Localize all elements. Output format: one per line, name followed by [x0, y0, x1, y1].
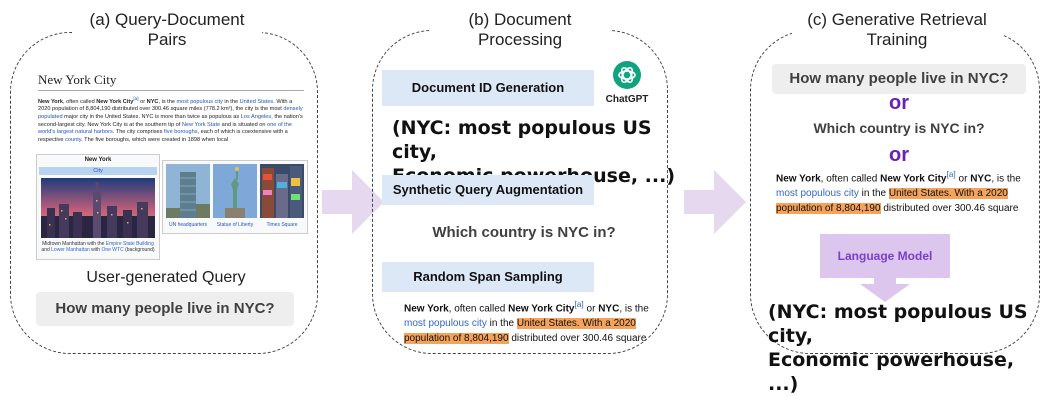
- or-2: or: [889, 144, 909, 166]
- skyline-photo: [41, 178, 155, 238]
- query-2-text: Which country is NYC in?: [813, 120, 985, 136]
- user-query-label: User-generated Query: [86, 269, 246, 286]
- wiki-title: New York City: [38, 72, 117, 87]
- arrow-b-to-c: [684, 170, 746, 234]
- times-square-photo: [260, 164, 304, 218]
- un-headquarters-photo: [166, 164, 210, 218]
- photo-gallery: UN headquarters Statue of Liberty Times …: [162, 160, 308, 234]
- query-1-box: How many people live in NYC?: [772, 64, 1026, 94]
- or-1: or: [889, 92, 909, 114]
- panel-c-title: (c) Generative Retrieval Training: [792, 10, 1002, 50]
- wiki-paragraph: New York, often called New York City[a] …: [38, 96, 303, 143]
- generated-docid-output: (NYC: most populous US city, Economic po…: [768, 301, 1028, 395]
- arrow-a-to-b: [322, 170, 384, 234]
- statue-of-liberty-photo: [213, 164, 257, 218]
- wiki-title-rule: [38, 90, 304, 91]
- docid-generation-label: Document ID Generation: [382, 70, 594, 106]
- language-model-box: Language Model: [820, 234, 950, 278]
- synthetic-query-label: Synthetic Query Augmentation: [382, 175, 594, 205]
- wiki-infobox: New York City: [36, 154, 160, 260]
- chatgpt-icon: [612, 60, 642, 90]
- infobox-caption: Midtown Manhattan with the Empire State …: [41, 241, 155, 253]
- panel-b-title: (b) Document Processing: [430, 10, 610, 50]
- span-sampling-label: Random Span Sampling: [382, 262, 594, 292]
- photo-caption-3: Times Square: [266, 222, 298, 228]
- wikipedia-article: New York City New York, often called New…: [32, 70, 308, 260]
- photo-caption-2: Statue of Liberty: [216, 222, 254, 228]
- span-snippet-c: New York, often called New York City[a] …: [776, 169, 1021, 215]
- photo-caption-1: UN headquarters: [168, 222, 208, 228]
- span-snippet-b: New York, often called New York City[a] …: [404, 299, 649, 345]
- synthetic-query-text: Which country is NYC in?: [432, 224, 616, 241]
- chatgpt-label: ChatGPT: [605, 94, 649, 105]
- user-query-box: How many people live in NYC?: [36, 292, 294, 326]
- infobox-title: New York: [84, 157, 112, 163]
- panel-a-title: (a) Query-Document Pairs: [72, 10, 262, 50]
- infobox-subtitle: City: [39, 167, 157, 175]
- lm-down-arrow: [860, 278, 910, 302]
